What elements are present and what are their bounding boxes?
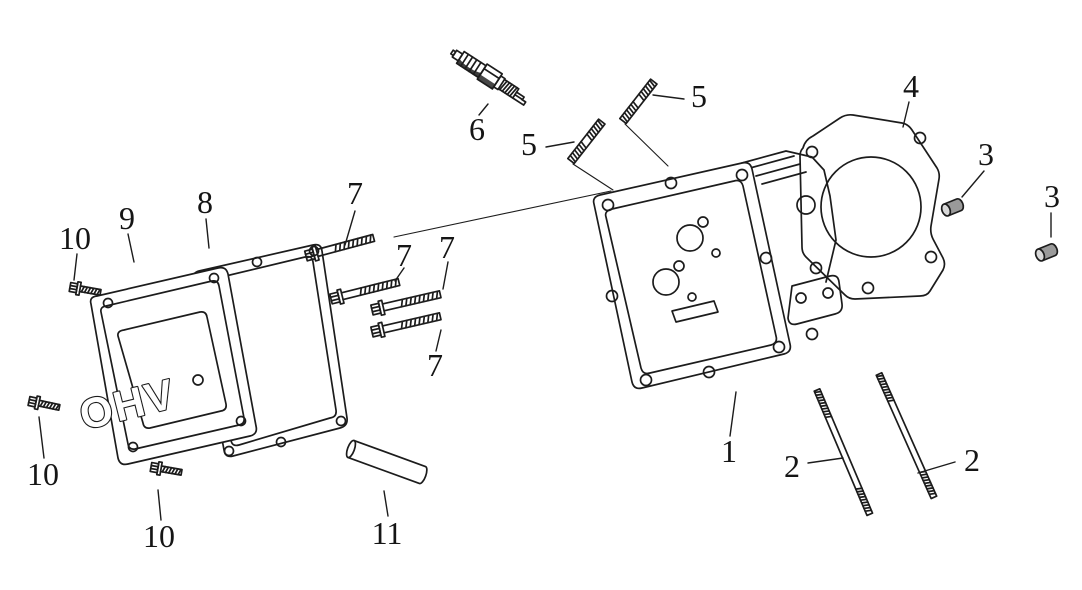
callout-part-7a: 7	[347, 175, 363, 211]
flange-bolt-part-7c	[369, 286, 443, 318]
callout-part-2-right: 2	[964, 442, 980, 478]
callout-part-11: 11	[371, 515, 403, 551]
callout-part-7c: 7	[439, 229, 455, 265]
callout-part-1: 1	[721, 433, 737, 469]
callout-part-10-top: 10	[59, 220, 91, 256]
callout-part-2-left: 2	[784, 448, 800, 484]
stud-part-5-left	[566, 118, 606, 165]
stud-part-2-left	[813, 387, 874, 517]
cover-bolt-part-10c	[149, 459, 184, 480]
callout-part-8: 8	[197, 184, 213, 220]
callout-part-5-left: 5	[521, 126, 537, 162]
cap-part-lower	[1033, 241, 1060, 264]
callout-part-7b: 7	[396, 237, 412, 273]
callout-part-9: 9	[119, 200, 135, 236]
callout-part-10-left: 10	[27, 456, 59, 492]
callout-part-4: 4	[903, 68, 919, 104]
cap-part-upper	[939, 196, 966, 219]
alignment-lines	[393, 123, 669, 238]
cylinder-head-part	[592, 150, 843, 390]
callout-part-5-right: 5	[691, 78, 707, 114]
valve-cover-part: OHV	[74, 266, 258, 466]
stud-part-5-right	[618, 78, 658, 125]
leader-lines	[38, 94, 1052, 521]
callout-part-3-lower: 3	[1044, 178, 1060, 214]
callout-part-7d: 7	[427, 347, 443, 383]
spark-plug-part	[449, 49, 527, 106]
callout-part-10-bottom: 10	[143, 518, 175, 554]
cover-bolt-part-10b	[26, 393, 62, 415]
flange-bolt-part-7b	[328, 274, 402, 307]
head-gasket-part	[799, 113, 946, 300]
breather-tube-part	[345, 439, 428, 485]
callout-part-3-upper: 3	[978, 136, 994, 172]
stud-part-2-right	[875, 371, 938, 500]
flange-bolt-part-7a	[303, 230, 377, 264]
callout-part-6: 6	[469, 111, 485, 147]
